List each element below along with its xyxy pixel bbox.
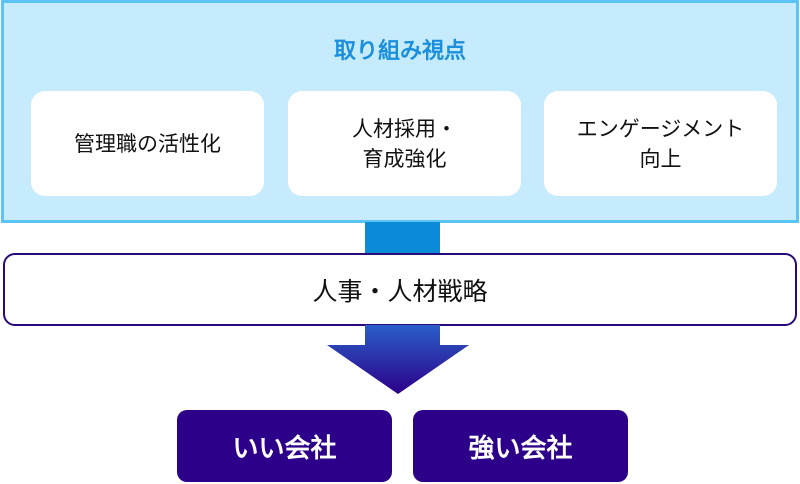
focus-card-engagement: エンゲージメント向上 xyxy=(544,91,777,196)
result-label: いい会社 xyxy=(232,433,337,464)
result-strong-company: 強い会社 xyxy=(413,410,628,482)
card-label-line2: 向上 xyxy=(639,146,682,171)
focus-card-recruitment: 人材採用・育成強化 xyxy=(288,91,521,196)
focus-panel: 取り組み視点 管理職の活性化 人材採用・育成強化 エンゲージメント向上 xyxy=(1,0,799,223)
strategy-label: 人事・人材戦略 xyxy=(312,276,488,306)
card-label: 管理職の活性化 xyxy=(74,131,221,156)
card-label-line2: 育成強化 xyxy=(362,146,447,171)
card-label-line1: エンゲージメント xyxy=(576,116,745,141)
connector-bar xyxy=(365,222,440,256)
focus-title: 取り組み視点 xyxy=(333,39,466,64)
focus-card-manager-activation: 管理職の活性化 xyxy=(31,91,264,196)
result-good-company: いい会社 xyxy=(177,410,392,482)
down-arrow-icon xyxy=(327,325,469,394)
card-label-line1: 人材採用・ xyxy=(352,116,457,141)
strategy-box: 人事・人材戦略 xyxy=(3,253,797,326)
result-label: 強い会社 xyxy=(468,433,573,464)
